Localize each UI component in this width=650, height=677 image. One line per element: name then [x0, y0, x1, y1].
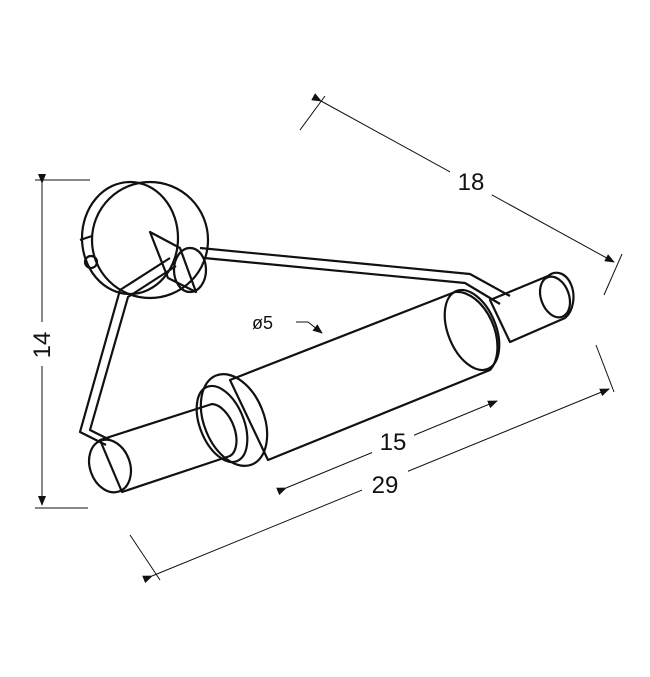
dimension-height: 14 — [28, 174, 90, 509]
dimension-total-width: 29 — [129, 344, 615, 584]
dimension-diameter: ø5 — [252, 313, 323, 334]
dimension-depth: 18 — [299, 93, 623, 296]
dimension-label-total-width: 29 — [372, 472, 399, 499]
dimension-label-roll-length: 15 — [380, 429, 407, 456]
dimension-label-diameter: ø5 — [252, 313, 273, 333]
dimension-label-height: 14 — [29, 332, 56, 359]
wire-frame — [78, 246, 511, 446]
dimension-label-depth: 18 — [458, 169, 485, 196]
wall-mount — [79, 180, 210, 300]
right-end-peg — [488, 271, 575, 344]
dimension-roll-length: 15 — [276, 400, 498, 496]
paper-roll — [228, 288, 501, 462]
left-end-peg — [87, 372, 269, 494]
